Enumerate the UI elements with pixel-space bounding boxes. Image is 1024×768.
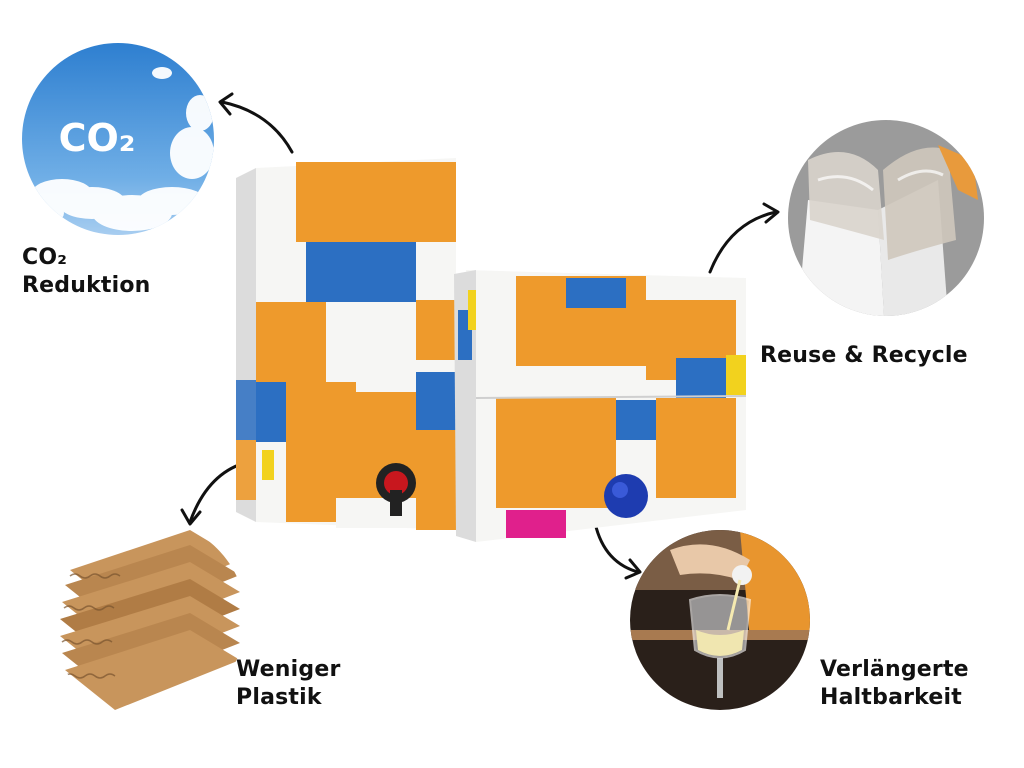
co2-sky-image: CO₂ [22,43,214,235]
co2-badge-text: CO₂ [59,116,136,160]
tall-box [236,158,456,530]
arrow-to-reuse-icon [708,210,778,274]
label-extended-shelf-life: Verlängerte Haltbarkeit [820,656,969,712]
label-reuse-line1: Reuse & Recycle [760,343,968,368]
label-reuse-recycle: Reuse & Recycle [760,342,968,370]
arrow-to-co2-icon [220,100,294,154]
label-co2-line2: Reduktion [22,273,151,298]
corrugated-cardboard-image [50,520,246,716]
label-shelf-line2: Haltbarkeit [820,685,962,710]
cardboard-layers [60,530,240,710]
reuse-bag-image [788,120,984,316]
label-co2-line1: CO₂ [22,245,68,270]
label-less-plastic: Weniger Plastik [236,656,341,712]
bag-in-box-products [236,158,747,542]
short-box [454,270,747,542]
label-co2-reduction: CO₂ Reduktion [22,244,151,300]
label-plastic-line1: Weniger [236,657,341,682]
label-shelf-line1: Verlängerte [820,657,969,682]
label-plastic-line2: Plastik [236,685,322,710]
